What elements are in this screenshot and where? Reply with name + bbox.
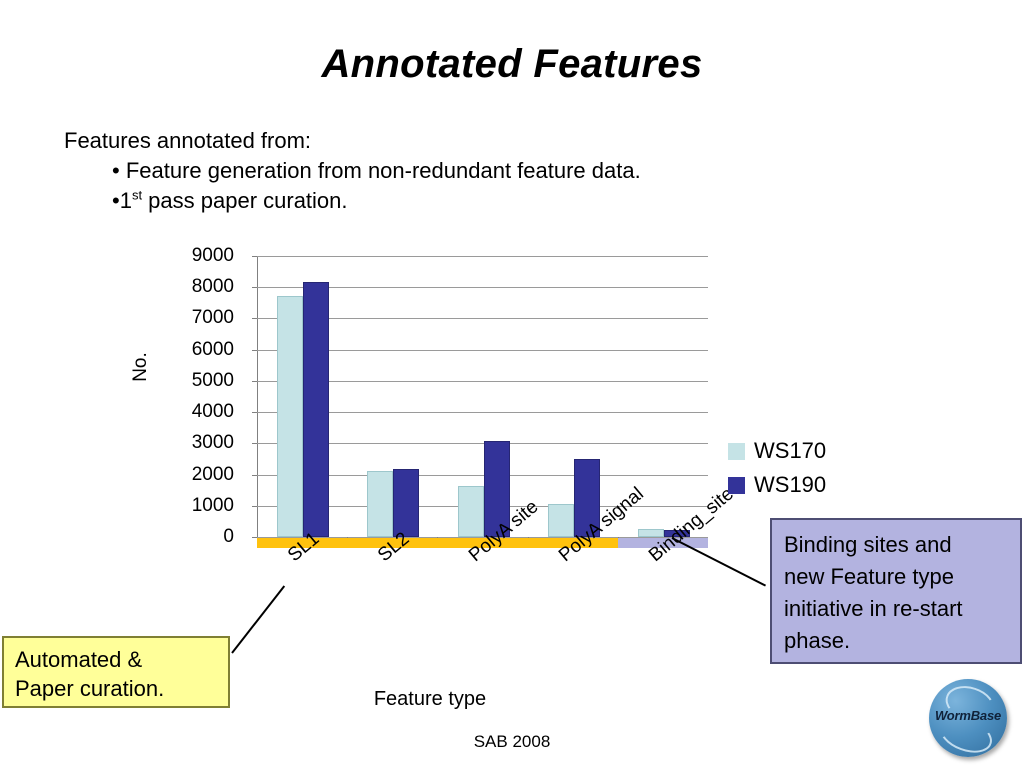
legend-item-WS170[interactable]: WS170: [728, 434, 908, 468]
bar-WS190-SL2: [393, 469, 420, 537]
gridline: [257, 287, 708, 289]
bullet-item-2-prefix: •1: [112, 188, 132, 213]
y-axis-line: [257, 256, 258, 537]
y-tick-label: 1000: [191, 494, 234, 516]
y-tick-label: 4000: [191, 401, 234, 423]
y-tick-label: 2000: [191, 463, 234, 485]
callout-yellow-line-1: Automated &: [15, 647, 143, 672]
gridline: [257, 380, 708, 382]
bullet-item-1: • Feature generation from non-redundant …: [112, 158, 641, 183]
y-tick-mark: [252, 505, 257, 507]
footer-text: SAB 2008: [473, 732, 551, 751]
bar-WS170-SL1: [277, 296, 304, 537]
lavender-category-band: [618, 538, 708, 548]
bullet-item-2: •1st pass paper curation.: [112, 186, 884, 216]
y-tick-mark: [252, 380, 257, 382]
legend-label: WS190: [754, 472, 827, 497]
bullet-intro: Features annotated from:: [64, 128, 312, 153]
bullet-list: Features annotated from: • Feature gener…: [64, 126, 884, 216]
yellow-category-band: [257, 538, 618, 548]
gridline: [257, 474, 708, 476]
legend-swatch-icon: [728, 476, 745, 494]
bullet-item-2-superscript: st: [131, 187, 143, 203]
x-axis-title: Feature type: [373, 688, 487, 710]
gridline: [257, 412, 708, 414]
y-tick-mark: [252, 537, 257, 538]
callout-purple-line-4: phase.: [784, 628, 851, 653]
y-tick-mark: [252, 256, 257, 257]
gridline: [257, 537, 708, 538]
plot-area: [252, 256, 708, 542]
y-tick-mark: [252, 349, 257, 351]
legend-label: WS170: [754, 438, 827, 463]
y-axis-title: No.: [130, 352, 151, 382]
legend-item-WS190[interactable]: WS190: [728, 468, 908, 502]
y-tick-label: 5000: [191, 369, 234, 391]
bullet-item-2-rest: pass paper curation.: [142, 188, 348, 213]
callout-purple-line-3: initiative in re-start: [784, 596, 963, 621]
gridline: [257, 349, 708, 351]
y-tick-mark: [252, 443, 257, 445]
y-axis-tick-labels: 9000 8000 7000 6000 5000 4000 3000 2000 1000 0: [166, 245, 234, 546]
bar-WS170-PolyA-site: [457, 485, 484, 537]
y-tick-label: 9000: [191, 245, 234, 266]
gridline: [257, 256, 708, 257]
logo-circle-icon: [929, 679, 1007, 757]
bar-WS170-SL2: [367, 471, 394, 537]
y-tick-mark: [252, 474, 257, 476]
bar-WS190-Binding_site: [663, 530, 690, 537]
y-tick-mark: [252, 412, 257, 414]
legend-swatch-icon: [728, 442, 745, 460]
y-tick-label: 8000: [191, 276, 234, 298]
bar-WS170-PolyA-signal: [547, 503, 574, 537]
y-tick-label: 3000: [191, 432, 234, 454]
y-tick-label: 0: [223, 526, 234, 547]
gridline: [257, 318, 708, 320]
callout-automated-paper-curation: Automated & Paper curation.: [2, 636, 230, 708]
callout-purple-line-1: Binding sites and: [784, 532, 952, 557]
page-title: Annotated Features: [321, 42, 703, 86]
bar-WS190-PolyA-signal: [573, 458, 600, 537]
y-tick-label: 6000: [191, 338, 234, 360]
callout-binding-sites: Binding sites and new Feature type initi…: [770, 518, 1022, 664]
logo-label: WormBase: [934, 708, 1002, 723]
wormbase-logo: WormBase: [929, 679, 1007, 757]
y-tick-mark: [252, 318, 257, 320]
y-tick-mark: [252, 287, 257, 289]
bar-WS170-Binding_site: [637, 529, 664, 537]
bar-WS190-PolyA-site: [483, 441, 510, 537]
bar-WS190-SL1: [303, 282, 330, 537]
gridline: [257, 443, 708, 445]
bar-chart: No. 9000 8000 7000 6000 5000 4000 3000 2000 1000…: [120, 245, 740, 566]
callout-purple-line-2: new Feature type: [784, 564, 954, 589]
y-tick-label: 7000: [191, 307, 234, 329]
callout-yellow-line-2: Paper curation.: [15, 676, 165, 701]
